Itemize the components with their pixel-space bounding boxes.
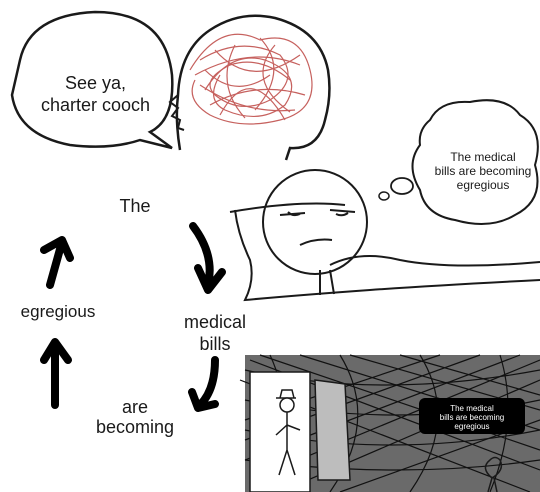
dark-room bbox=[239, 354, 540, 492]
arrow-down-right-top-icon bbox=[189, 222, 226, 294]
doorway-figure bbox=[275, 389, 301, 476]
thought-bubble-text: The medical bills are becoming egregious bbox=[428, 150, 538, 192]
cycle-medical-line: medical bbox=[183, 312, 247, 332]
cycle-are-line: are bbox=[121, 397, 148, 417]
arrow-down-right-bottom-icon bbox=[188, 356, 219, 412]
arrow-up-bottom-icon bbox=[40, 338, 72, 409]
dark-box-text: The medical bills are becoming egregious bbox=[421, 404, 523, 431]
brain-scribble-icon bbox=[189, 33, 313, 125]
thought-line-1: The medical bbox=[450, 150, 516, 164]
thought-line-2: bills are becoming bbox=[434, 164, 532, 178]
bed-sleeper bbox=[229, 169, 540, 302]
box-line-2: bills are becoming bbox=[439, 413, 505, 422]
box-line-1: The medical bbox=[450, 404, 494, 413]
cycle-word-are-becoming: are becoming bbox=[80, 397, 190, 437]
arrow-up-left-icon bbox=[40, 236, 74, 289]
thought-line-3: egregious bbox=[456, 178, 510, 192]
speech-line-2: charter cooch bbox=[40, 95, 151, 115]
cycle-becoming-line: becoming bbox=[95, 417, 175, 437]
thought-bubble bbox=[378, 99, 539, 225]
cycle-word-the: The bbox=[119, 196, 151, 216]
head-profile bbox=[168, 14, 331, 161]
box-line-3: egregious bbox=[454, 422, 490, 431]
cycle-word-egregious: egregious bbox=[20, 302, 96, 321]
cycle-word-medical-bills: medical bills bbox=[170, 311, 260, 355]
cycle-arrows bbox=[40, 222, 226, 412]
speech-bubble-text: See ya, charter cooch bbox=[18, 72, 173, 116]
speech-line-1: See ya, bbox=[64, 73, 127, 93]
speech-bubble bbox=[10, 10, 174, 150]
cycle-bills-line: bills bbox=[199, 334, 231, 354]
